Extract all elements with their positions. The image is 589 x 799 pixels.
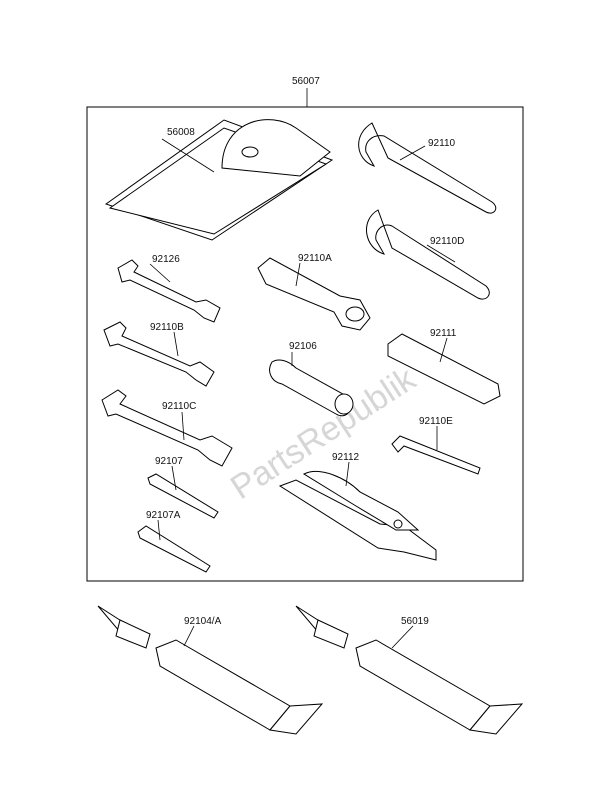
label-92110: 92110 bbox=[428, 138, 456, 149]
part-92107A-screwdriver[interactable] bbox=[137, 519, 211, 573]
kit-label: 56007 bbox=[292, 76, 320, 87]
label-92104A: 92104/A bbox=[184, 616, 222, 627]
label-92110D: 92110D bbox=[430, 236, 464, 247]
part-92110C-open-end-wrench[interactable] bbox=[101, 389, 233, 467]
part-92104A-grease-tube[interactable] bbox=[97, 605, 324, 735]
label-56008: 56008 bbox=[167, 127, 195, 138]
label-92107A: 92107A bbox=[146, 510, 181, 521]
part-92110D-hook-spanner[interactable] bbox=[366, 209, 490, 300]
part-56008-tool-bag[interactable] bbox=[104, 119, 334, 241]
label-92106: 92106 bbox=[289, 341, 317, 352]
part-56019-grease-tube[interactable] bbox=[295, 605, 524, 735]
part-92111-screwdriver-grip[interactable] bbox=[387, 333, 501, 405]
part-92110E-hex-key[interactable] bbox=[391, 426, 481, 475]
part-92107-screwdriver[interactable] bbox=[147, 465, 219, 519]
label-92112: 92112 bbox=[332, 452, 360, 463]
part-92110A-box-wrench[interactable] bbox=[257, 257, 371, 331]
part-92106-spark-plug-socket[interactable] bbox=[269, 352, 354, 417]
part-92110-hook-spanner[interactable] bbox=[358, 122, 497, 214]
label-92126: 92126 bbox=[152, 254, 180, 265]
label-56019: 56019 bbox=[401, 616, 429, 627]
label-92110B: 92110B bbox=[150, 322, 184, 333]
part-92112-pliers[interactable] bbox=[278, 461, 437, 561]
label-92110C: 92110C bbox=[162, 401, 196, 412]
tool-kit-frame bbox=[86, 106, 524, 582]
label-92111: 92111 bbox=[430, 328, 457, 339]
part-92110B-open-end-wrench[interactable] bbox=[103, 321, 215, 387]
label-92107: 92107 bbox=[155, 456, 183, 467]
label-92110E: 92110E bbox=[419, 416, 453, 427]
part-92126-open-end-wrench[interactable] bbox=[117, 259, 221, 323]
label-92110A: 92110A bbox=[298, 253, 332, 264]
